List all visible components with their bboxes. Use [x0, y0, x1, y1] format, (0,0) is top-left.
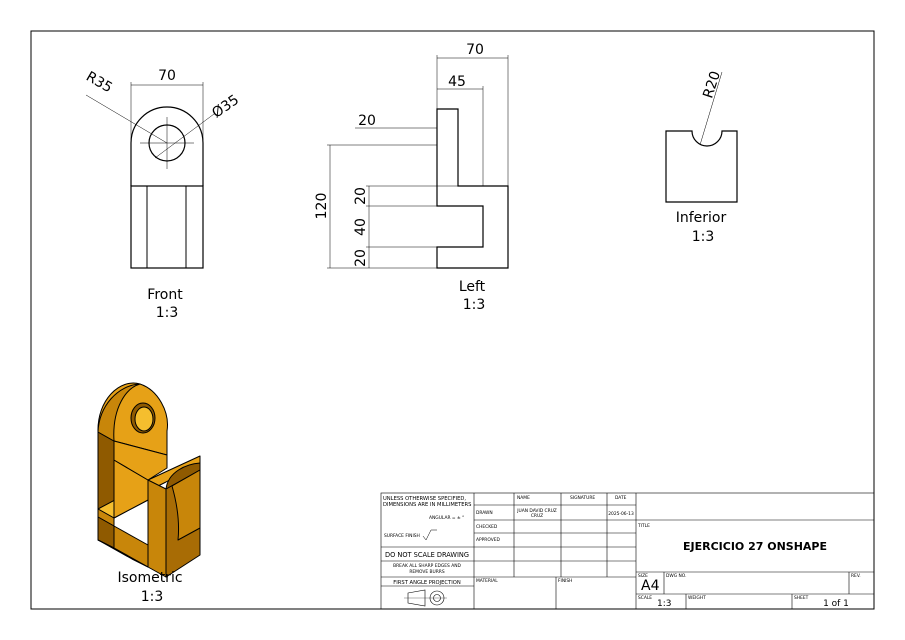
- tb-note-line1: UNLESS OTHERWISE SPECIFIED,: [383, 496, 466, 502]
- title-block-text: UNLESS OTHERWISE SPECIFIED, DIMENSIONS A…: [383, 495, 861, 609]
- dim-left-step-top: 20: [353, 187, 369, 205]
- left-view-scale: 1:3: [463, 297, 486, 313]
- tb-rev: REV.: [851, 573, 861, 579]
- dim-front-hole: Ø35: [209, 92, 242, 122]
- dim-left-height: 120: [314, 193, 330, 220]
- front-dimension-labels: 70 R35 Ø35: [83, 68, 242, 122]
- tb-col-date: DATE: [615, 495, 627, 501]
- tb-finish: FINISH: [558, 578, 573, 584]
- isometric-view-scale: 1:3: [141, 589, 164, 605]
- tb-scale: 1:3: [657, 599, 671, 609]
- tb-drawn-name-2: CRUZ: [531, 513, 543, 519]
- dim-left-step-mid: 40: [353, 218, 369, 236]
- front-view-scale: 1:3: [156, 305, 179, 321]
- tb-row-checked: CHECKED: [476, 524, 498, 530]
- tb-dwg-no: DWG NO.: [666, 573, 686, 579]
- dim-front-radius: R35: [83, 69, 115, 97]
- isometric-view: [97, 382, 201, 578]
- left-view: [327, 55, 509, 269]
- left-dimension-labels: 70 45 20 120 20 40 20: [314, 42, 484, 267]
- tb-col-name: NAME: [517, 495, 530, 501]
- tb-size: A4: [641, 578, 660, 594]
- tb-surface-finish: SURFACE FINISH: [384, 533, 420, 539]
- isometric-view-name: Isometric: [117, 570, 182, 586]
- tb-title-label: TITLE: [637, 523, 650, 529]
- tb-row-drawn: DRAWN: [476, 510, 493, 516]
- dim-left-tab: 20: [358, 113, 376, 129]
- tb-drawn-name-1: JUAN DAVID CRUZ: [516, 508, 557, 514]
- dim-front-width: 70: [158, 68, 176, 84]
- dim-inferior-radius: R20: [700, 69, 724, 100]
- first-angle-projection-icon: [404, 589, 447, 607]
- tb-size-label: SIZE: [638, 573, 648, 579]
- tb-angular: ANGULAR = ± °: [429, 515, 464, 521]
- surface-finish-icon: [422, 529, 437, 541]
- tb-do-not-scale: DO NOT SCALE DRAWING: [385, 551, 469, 559]
- tb-scale-label: SCALE: [638, 595, 652, 601]
- title-block: [380, 492, 875, 610]
- dim-left-inner: 45: [448, 74, 466, 90]
- tb-break-edges-1: BREAK ALL SHARP EDGES AND: [393, 563, 461, 569]
- inferior-view: [665, 71, 738, 203]
- drawing-title: EJERCICIO 27 ONSHAPE: [683, 540, 827, 553]
- tb-projection: FIRST ANGLE PROJECTION: [393, 580, 461, 586]
- tb-sheet: 1 of 1: [823, 599, 849, 609]
- tb-sheet-label: SHEET: [794, 595, 809, 601]
- front-view: [85, 82, 215, 269]
- tb-break-edges-2: REMOVE BURRS: [409, 569, 444, 575]
- inferior-view-name: Inferior: [676, 210, 727, 226]
- dim-left-width: 70: [466, 42, 484, 58]
- inferior-view-scale: 1:3: [692, 229, 715, 245]
- left-view-name: Left: [459, 279, 486, 295]
- tb-weight: WEIGHT: [688, 595, 706, 601]
- front-view-name: Front: [147, 287, 183, 303]
- tb-note-line2: DIMENSIONS ARE IN MILLIMETERS: [383, 502, 471, 508]
- dim-left-step-bottom: 20: [353, 249, 369, 267]
- tb-material: MATERIAL: [476, 578, 498, 584]
- tb-row-approved: APPROVED: [476, 537, 501, 543]
- tb-drawn-date: 2025-06-13: [608, 511, 634, 517]
- tb-col-signature: SIGNATURE: [570, 495, 595, 501]
